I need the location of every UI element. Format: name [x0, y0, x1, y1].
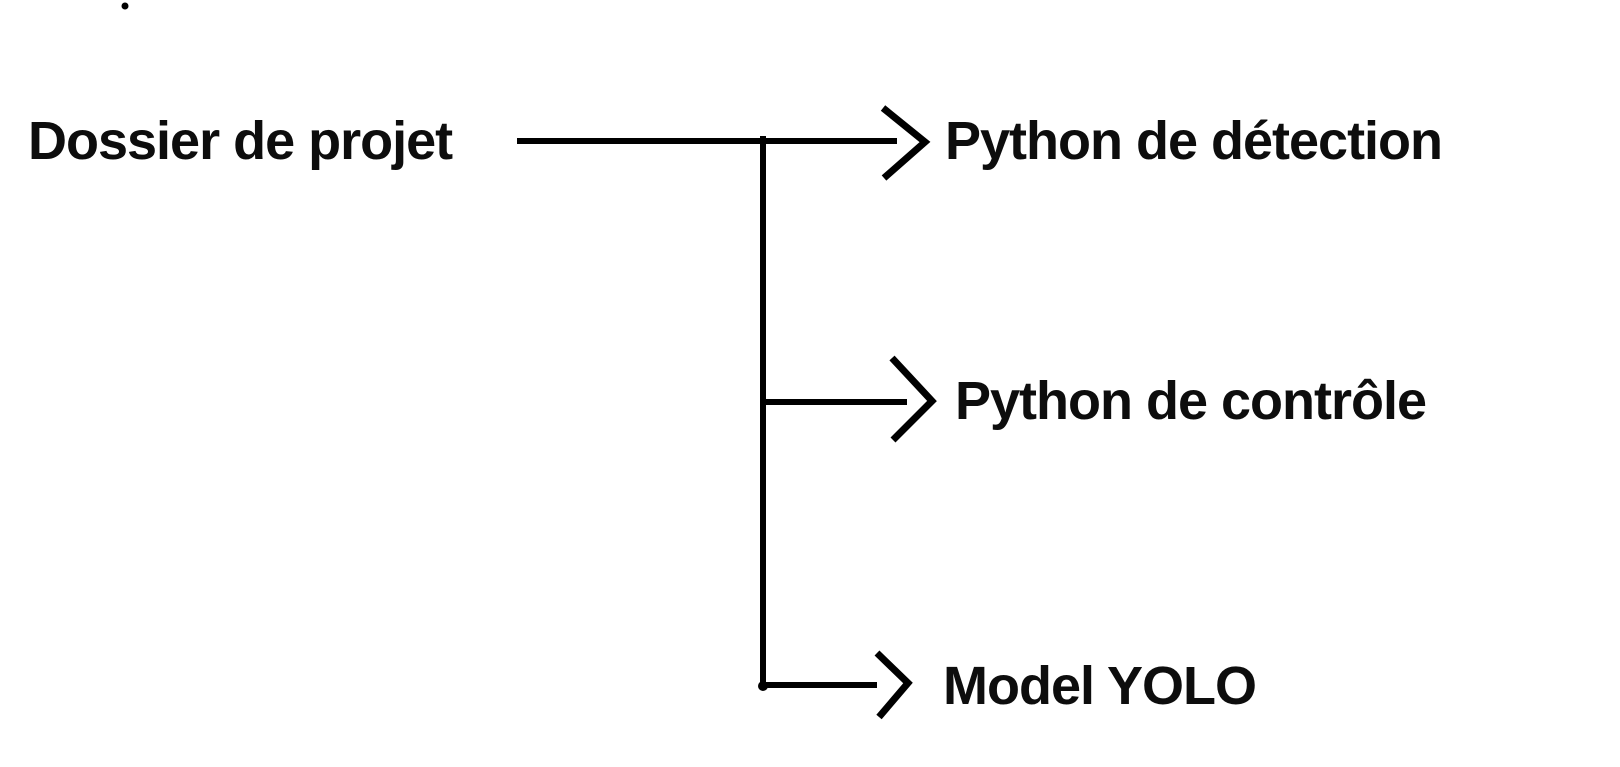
arrowhead-yolo-icon: [874, 650, 913, 720]
node-python-detection: Python de détection: [945, 111, 1443, 171]
node-model-yolo: Model YOLO: [943, 656, 1257, 716]
arrowhead-controle-icon: [889, 355, 937, 443]
stray-dot: [121, 2, 129, 10]
node-python-controle: Python de contrôle: [955, 371, 1427, 431]
node-dossier-de-projet: Dossier de projet: [28, 111, 453, 171]
arrowhead-detection-icon: [880, 105, 931, 181]
trunk-corner-dot: [758, 681, 768, 691]
